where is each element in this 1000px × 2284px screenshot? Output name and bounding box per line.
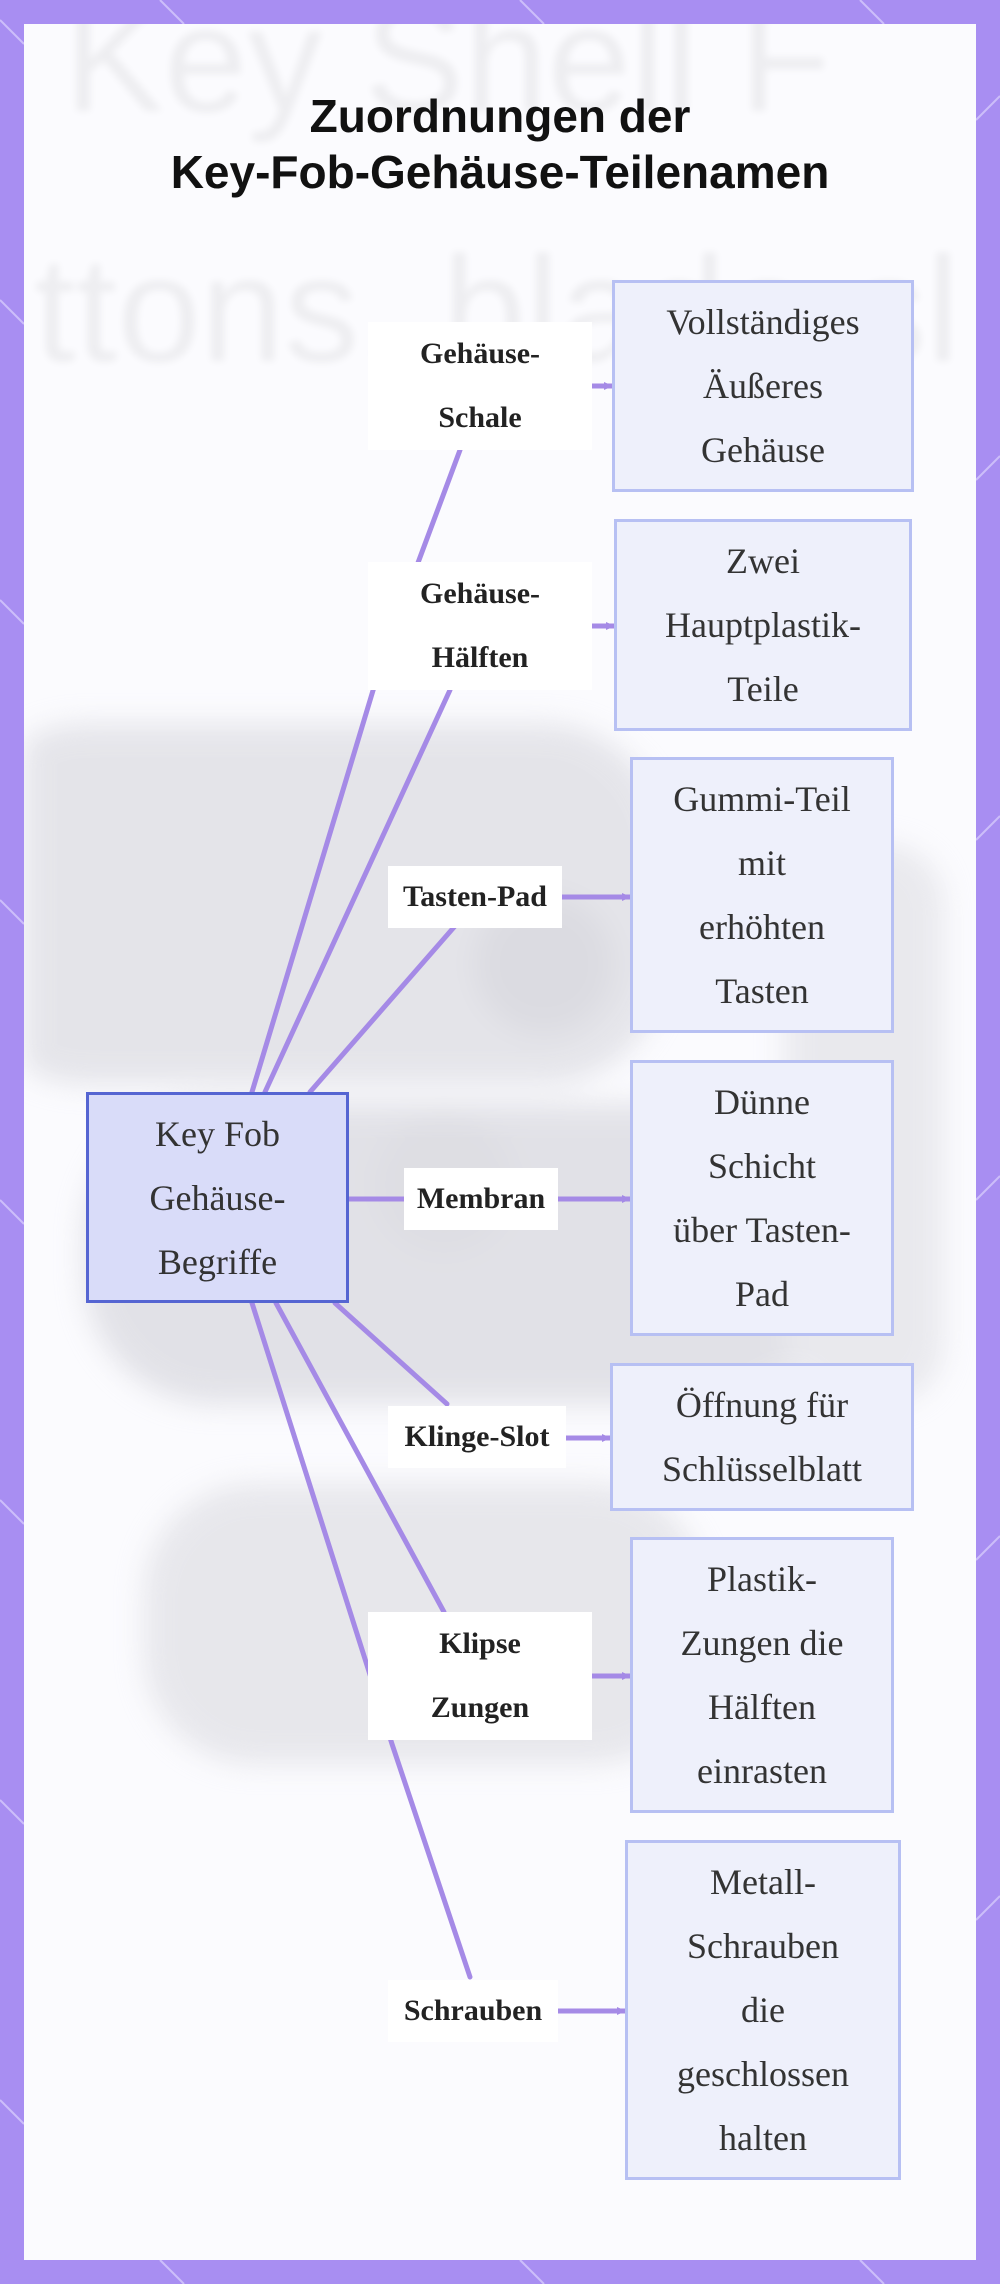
node-label-line: Gehäuse- — [420, 337, 540, 370]
node-description-line: einrasten — [697, 1751, 827, 1791]
center-node-line-1: Key Fob — [155, 1113, 280, 1154]
node-description-line: halten — [719, 2118, 807, 2158]
node-description-line: Tasten — [715, 971, 809, 1011]
edge-center-to-klipse-zungen — [273, 1300, 447, 1615]
node-description-line: Hauptplastik- — [665, 605, 861, 645]
node-label-klipse-zungen: Klipse Zungen — [368, 1612, 592, 1740]
center-node-line-2: Gehäuse- — [149, 1177, 286, 1218]
center-node: Key Fob Gehäuse- Begriffe — [86, 1092, 349, 1303]
node-label-schrauben: Schrauben — [388, 1980, 558, 2042]
node-description-line: mit — [737, 843, 786, 883]
node-label-line: Klipse — [439, 1627, 521, 1660]
node-description-line: Plastik- — [706, 1559, 817, 1599]
node-label-klinge-slot: Klinge-Slot — [388, 1406, 566, 1468]
node-description-line: Schlüsselblatt — [662, 1449, 862, 1489]
node-description-gehaeuse-haelften: Zwei Hauptplastik- Teile — [614, 519, 912, 731]
node-description-line: Gehäuse — [701, 430, 825, 470]
background-text-line-1: Key Shell F — [64, 24, 831, 143]
node-description-line: Pad — [735, 1274, 789, 1314]
node-label-gehaeuse-haelften: Gehäuse- Hälften — [368, 562, 592, 690]
node-label-line: Klinge-Slot — [404, 1420, 550, 1453]
node-description-gehaeuse-schale: Vollständiges Äußeres Gehäuse — [612, 280, 914, 492]
node-label-line: Gehäuse- — [420, 577, 540, 610]
edge-center-to-tasten-pad — [307, 923, 458, 1095]
node-description-line: Schicht — [708, 1146, 816, 1186]
node-label-line: Schale — [438, 401, 522, 434]
edge-center-to-schrauben — [249, 1300, 473, 1980]
node-description-line: Zwei — [726, 541, 800, 581]
edge-center-to-gehaeuse-haelften — [262, 687, 453, 1095]
node-description-klinge-slot: Öffnung für Schlüsselblatt — [610, 1363, 914, 1511]
diagram-title: Zuordnungen der Key-Fob-Gehäuse-Teilenam… — [24, 88, 976, 200]
node-label-line: Membran — [416, 1182, 546, 1215]
node-label-membran: Membran — [404, 1168, 558, 1230]
node-label-line: Zungen — [430, 1691, 530, 1724]
node-description-line: Gummi-Teil — [673, 779, 851, 819]
node-description-line: die — [741, 1990, 785, 2030]
node-description-line: Zungen die — [680, 1623, 844, 1663]
node-description-line: erhöhten — [699, 907, 825, 947]
node-description-line: Schrauben — [687, 1926, 839, 1966]
node-description-line: Öffnung für — [675, 1385, 849, 1425]
node-label-line: Schrauben — [403, 1994, 543, 2027]
node-description-line: Metall- — [710, 1862, 816, 1902]
node-description-line: Teile — [727, 669, 799, 709]
node-description-line: Dünne — [714, 1082, 810, 1122]
node-label-line: Hälften — [431, 641, 529, 674]
edge-center-to-gehaeuse-schale — [249, 447, 463, 1095]
node-description-klipse-zungen: Plastik- Zungen die Hälften einrasten — [630, 1537, 894, 1813]
center-node-line-3: Begriffe — [157, 1241, 278, 1282]
node-label-gehaeuse-schale: Gehäuse- Schale — [368, 322, 592, 450]
node-description-line: Hälften — [708, 1687, 816, 1727]
node-label-line: Tasten-Pad — [403, 880, 547, 913]
node-description-tasten-pad: Gummi-Teil mit erhöhten Tasten — [630, 757, 894, 1033]
node-description-line: Vollständiges — [666, 302, 860, 342]
node-description-schrauben: Metall- Schrauben die geschlossen halten — [625, 1840, 901, 2180]
node-description-line: geschlossen — [677, 2054, 849, 2094]
edge-center-to-klinge-slot — [332, 1300, 450, 1407]
title-line-1: Zuordnungen der — [309, 90, 691, 142]
node-description-line: über Tasten- — [673, 1210, 851, 1250]
node-description-line: Äußeres — [703, 366, 823, 406]
node-description-membran: Dünne Schicht über Tasten- Pad — [630, 1060, 894, 1336]
title-line-2: Key-Fob-Gehäuse-Teilenamen — [170, 146, 830, 198]
node-label-tasten-pad: Tasten-Pad — [388, 866, 562, 928]
